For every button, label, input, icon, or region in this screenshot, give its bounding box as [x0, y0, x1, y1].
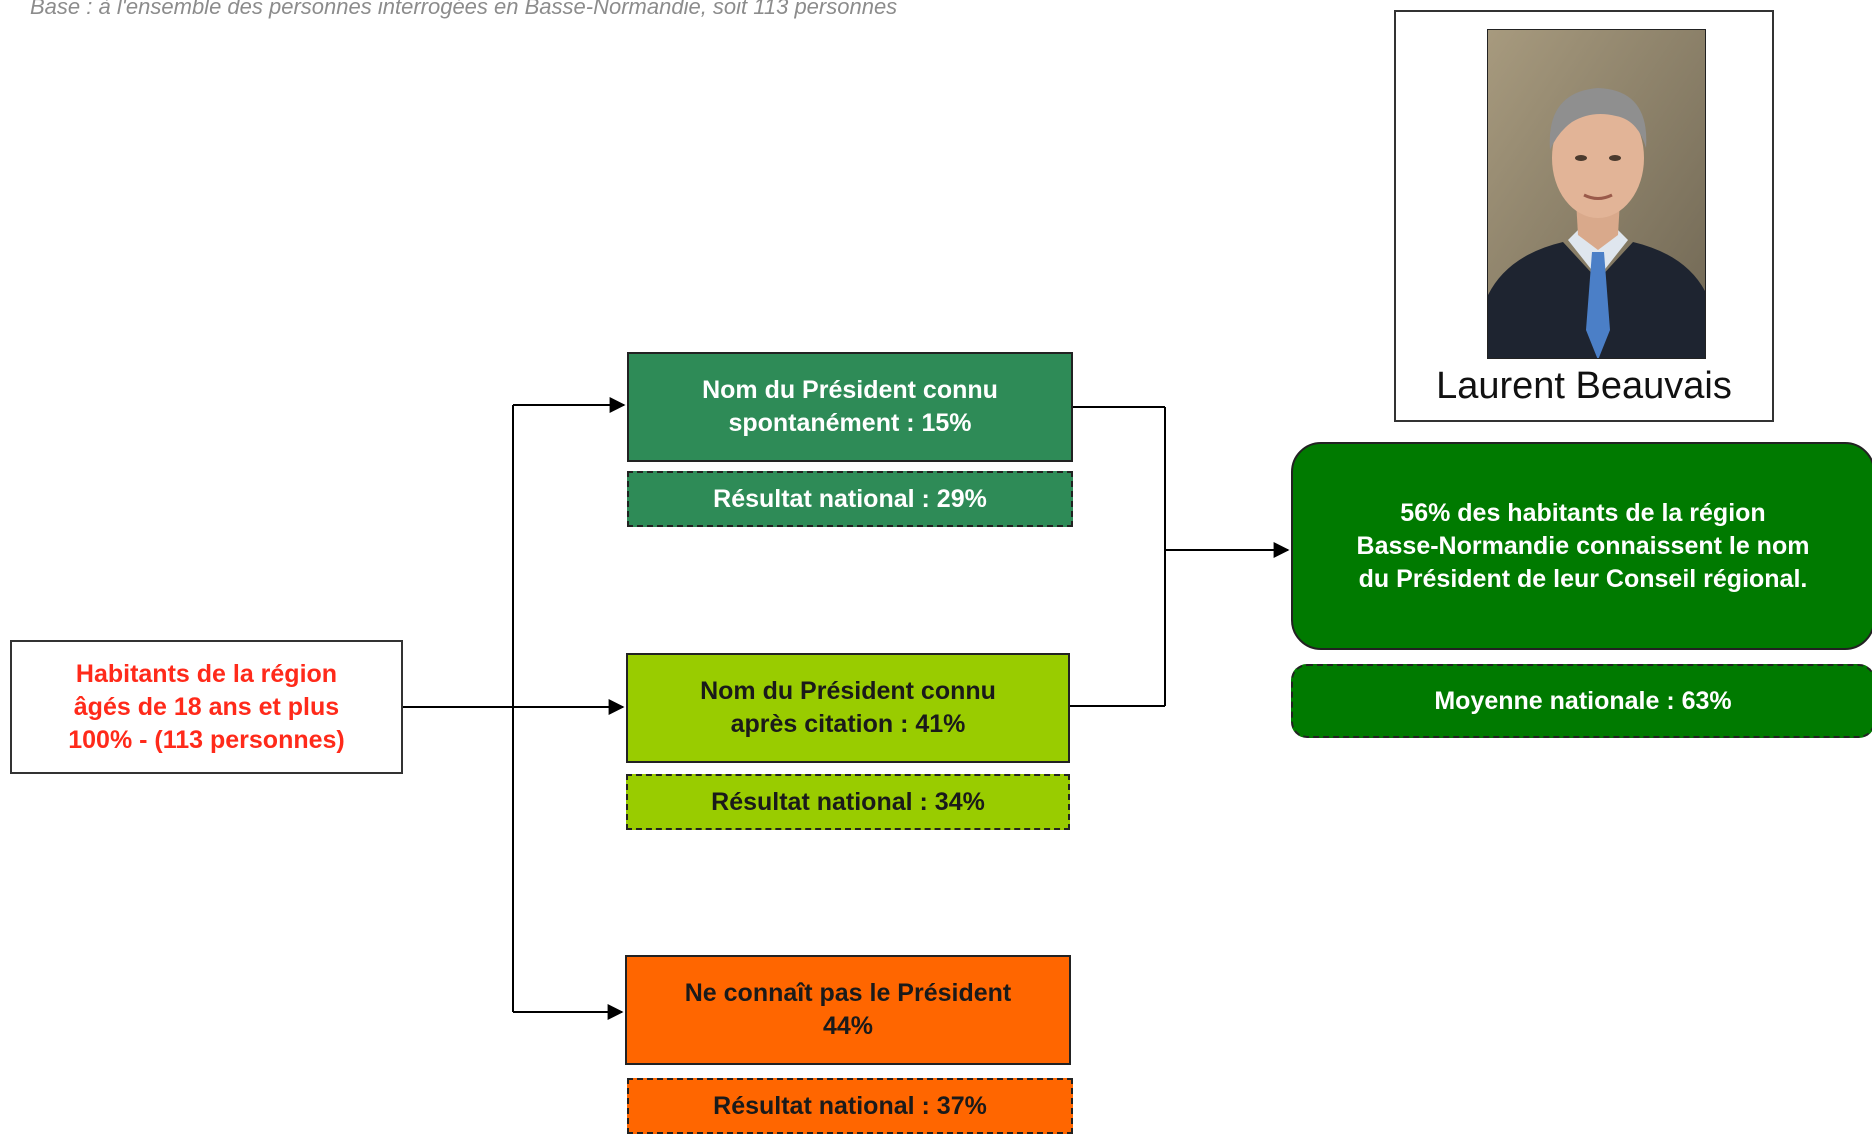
summary-line-3: du Président de leur Conseil régional.: [1358, 564, 1808, 593]
national-average-text: Moyenne nationale : 63%: [1434, 686, 1732, 715]
unknown-national-text: Résultat national : 37%: [713, 1091, 987, 1120]
population-line-3: 100% - (113 personnes): [68, 725, 345, 754]
spontaneous-line-2: spontanément : 15%: [728, 409, 972, 437]
after-citation-national-box: Résultat national : 34%: [626, 774, 1070, 830]
summary-line-1: 56% des habitants de la région: [1400, 498, 1766, 527]
summary-line-2: Basse-Normandie connaissent le nom: [1356, 531, 1810, 560]
after-citation-box: Nom du Président connu après citation : …: [626, 653, 1070, 763]
president-card: Laurent Beauvais: [1394, 10, 1774, 422]
spontaneous-national-box: Résultat national : 29%: [627, 471, 1073, 527]
national-average-box: Moyenne nationale : 63%: [1291, 664, 1872, 738]
unknown-box: Ne connaît pas le Président 44%: [625, 955, 1071, 1065]
unknown-national-box: Résultat national : 37%: [627, 1078, 1073, 1134]
population-box: Habitants de la région âgés de 18 ans et…: [10, 640, 403, 774]
summary-box: 56% des habitants de la région Basse-Nor…: [1291, 442, 1872, 650]
spontaneous-box: Nom du Président connu spontanément : 15…: [627, 352, 1073, 462]
unknown-line-1: Ne connaît pas le Président: [684, 979, 1012, 1007]
spontaneous-line-1: Nom du Président connu: [702, 376, 998, 404]
base-note: Base : à l'ensemble des personnes interr…: [30, 0, 898, 19]
spontaneous-national-text: Résultat national : 29%: [713, 484, 987, 513]
after-citation-national-text: Résultat national : 34%: [711, 787, 985, 816]
president-photo: [1487, 29, 1706, 359]
president-name: Laurent Beauvais: [1436, 365, 1732, 407]
population-line-1: Habitants de la région: [75, 659, 338, 688]
population-line-2: âgés de 18 ans et plus: [73, 692, 340, 721]
after-citation-line-2: après citation : 41%: [730, 710, 966, 738]
unknown-line-2: 44%: [822, 1012, 874, 1040]
after-citation-line-1: Nom du Président connu: [700, 677, 996, 705]
